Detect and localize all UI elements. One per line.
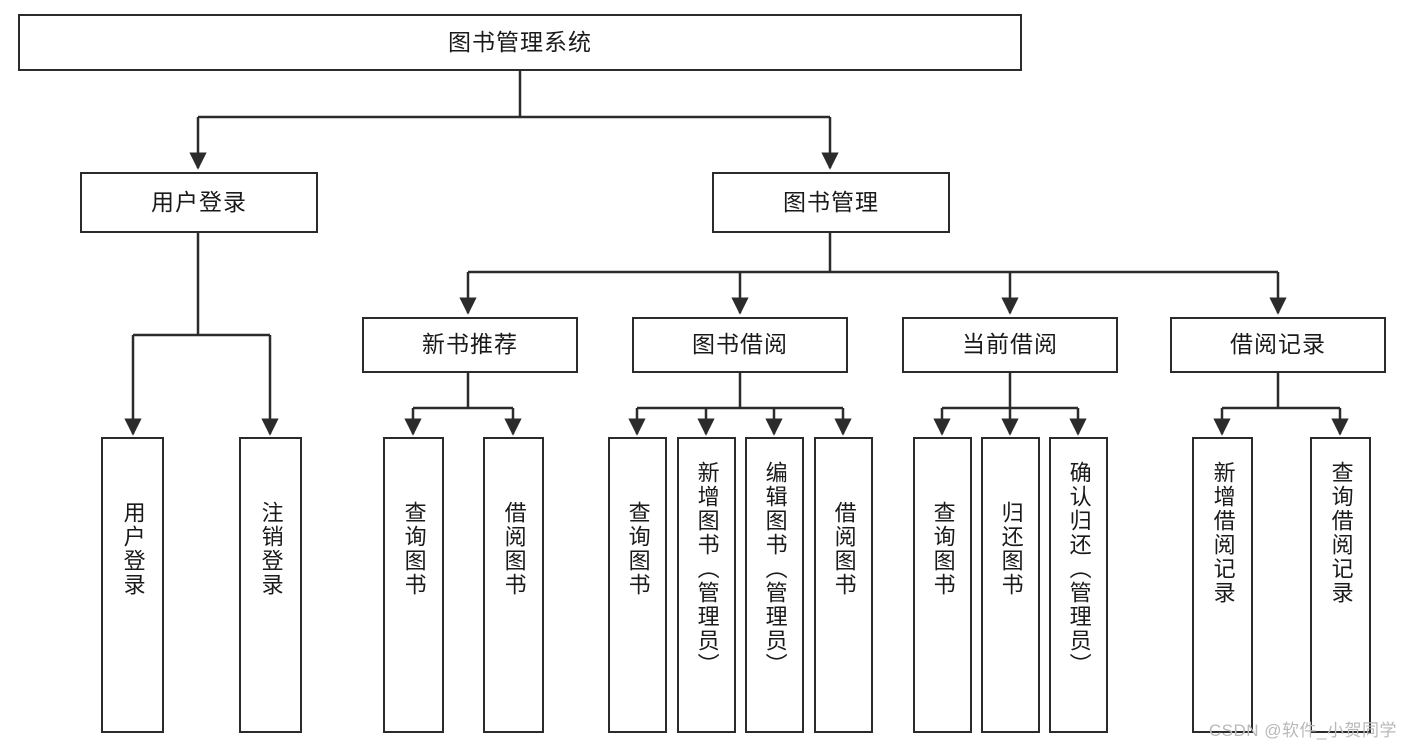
leaf-borrow-book-2-label: 借阅图书 [831,501,857,597]
leaf-edit-book[interactable]: 编辑图书（管理员） [745,437,804,733]
node-root-label: 图书管理系统 [448,28,592,55]
node-book-borrow[interactable]: 图书借阅 [632,317,848,373]
leaf-return-book-label: 归还图书 [998,501,1024,597]
leaf-query-record-label: 查询借阅记录 [1328,461,1354,605]
node-book-borrow-label: 图书借阅 [692,331,788,358]
node-root[interactable]: 图书管理系统 [18,14,1022,71]
leaf-logout[interactable]: 注销登录 [239,437,302,733]
leaf-query-book-1[interactable]: 查询图书 [383,437,444,733]
leaf-query-book-3[interactable]: 查询图书 [913,437,972,733]
leaf-borrow-book-1[interactable]: 借阅图书 [483,437,544,733]
node-current-borrow-label: 当前借阅 [962,331,1058,358]
node-borrow-record[interactable]: 借阅记录 [1170,317,1386,373]
leaf-confirm-return-label: 确认归还（管理员） [1066,461,1092,677]
node-new-book-recommend[interactable]: 新书推荐 [362,317,578,373]
node-new-book-recommend-label: 新书推荐 [422,331,518,358]
leaf-edit-book-label: 编辑图书（管理员） [762,461,788,677]
node-borrow-record-label: 借阅记录 [1230,331,1326,358]
node-current-borrow[interactable]: 当前借阅 [902,317,1118,373]
leaf-query-record[interactable]: 查询借阅记录 [1310,437,1371,733]
leaf-query-book-1-label: 查询图书 [401,501,427,597]
watermark: CSDN @软件_小贺同学 [1208,721,1397,740]
node-book-manage-label: 图书管理 [783,188,879,215]
leaf-user-login-label: 用户登录 [120,501,146,597]
leaf-return-book[interactable]: 归还图书 [981,437,1040,733]
node-book-manage[interactable]: 图书管理 [712,172,950,233]
node-user-login[interactable]: 用户登录 [80,172,318,233]
leaf-borrow-book-2[interactable]: 借阅图书 [814,437,873,733]
node-user-login-label: 用户登录 [151,188,247,215]
leaf-add-book[interactable]: 新增图书（管理员） [677,437,736,733]
leaf-confirm-return[interactable]: 确认归还（管理员） [1049,437,1108,733]
leaf-add-record-label: 新增借阅记录 [1210,461,1236,605]
leaf-user-login[interactable]: 用户登录 [101,437,164,733]
leaf-logout-label: 注销登录 [258,501,284,597]
leaf-query-book-3-label: 查询图书 [930,501,956,597]
leaf-query-book-2[interactable]: 查询图书 [608,437,667,733]
leaf-query-book-2-label: 查询图书 [625,501,651,597]
leaf-borrow-book-1-label: 借阅图书 [501,501,527,597]
leaf-add-book-label: 新增图书（管理员） [694,461,720,677]
leaf-add-record[interactable]: 新增借阅记录 [1192,437,1253,733]
